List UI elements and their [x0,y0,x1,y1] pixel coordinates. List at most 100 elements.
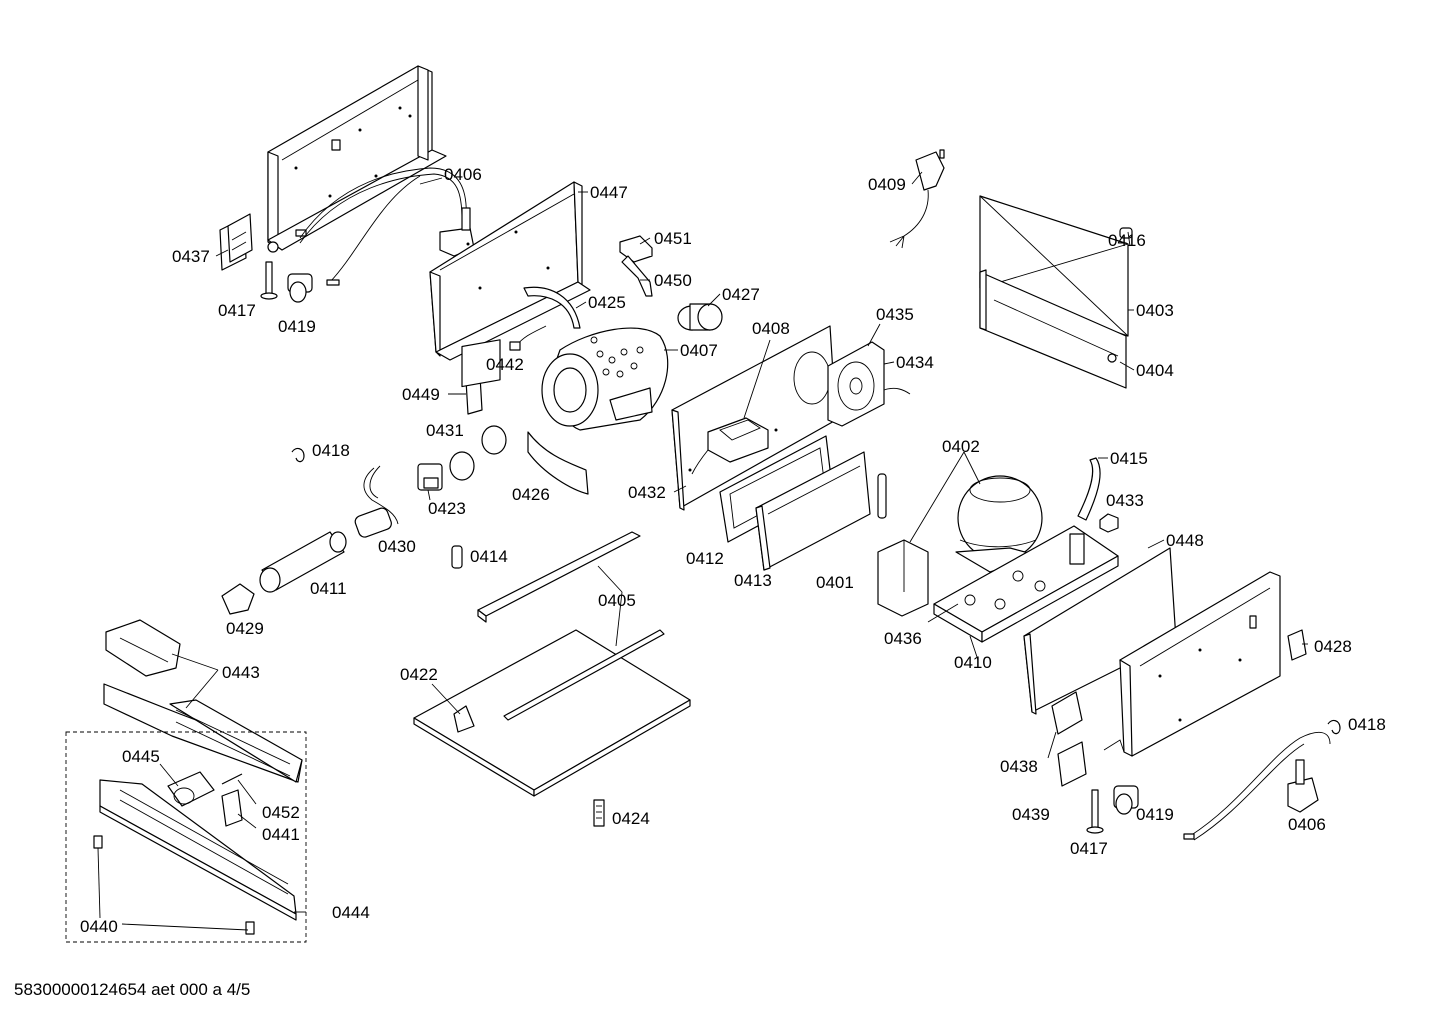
callout-0438: 0438 [1000,757,1038,776]
part-switch-0441 [221,789,243,827]
part-motor-0427 [677,303,723,331]
callout-0442: 0442 [486,355,524,374]
part-base-plate-0410 [933,525,1119,643]
callout-0419-top: 0419 [278,317,316,336]
callout-0402: 0402 [942,437,980,456]
part-wheel-0419-bottom [1113,785,1139,815]
callout-0406-top: 0406 [444,165,482,184]
part-pin-0452 [221,773,243,785]
callout-0414: 0414 [470,547,508,566]
part-rail-0405 [477,531,641,623]
callout-0433: 0433 [1106,491,1144,510]
callout-0410: 0410 [954,653,992,672]
callout-0407: 0407 [680,341,718,360]
callout-0418-right: 0418 [1348,715,1386,734]
drawing-reference-number: 58300000124654 aet 000 a 4/5 [14,980,251,999]
callout-0429: 0429 [226,619,264,638]
part-power-cable-0406-top [299,167,475,286]
callout-0445: 0445 [122,747,160,766]
callout-0417-top: 0417 [218,301,256,320]
callout-0444: 0444 [332,903,370,922]
part-valve-0423 [417,463,443,491]
callout-0441: 0441 [262,825,300,844]
callout-0406-bottom: 0406 [1288,815,1326,834]
callout-labels: 0406 0447 0437 0417 0419 0451 0450 0425 … [80,165,1386,936]
part-radial-fan-0407 [541,327,669,431]
callout-0440: 0440 [80,917,118,936]
part-pin-0414 [451,545,463,569]
part-relay-box-0436 [877,539,929,617]
part-vent-0445 [167,771,215,807]
callout-0418-left: 0418 [312,441,350,460]
part-clip-0418-right [1327,719,1341,735]
callout-0427: 0427 [722,285,760,304]
part-assembly-frame [65,731,307,943]
part-bracket-0450 [621,255,653,297]
part-clip-0418-left [291,447,305,463]
callout-0451: 0451 [654,229,692,248]
part-clip-0424 [593,799,605,827]
callout-0404: 0404 [1136,361,1174,380]
callout-0423: 0423 [428,499,466,518]
part-hose-0415 [1077,457,1101,521]
part-front-grille-0444 [99,779,297,921]
part-compressor-0402 [955,475,1043,573]
part-side-frame-0448 [1023,547,1281,757]
part-wiring-0430 [354,465,399,538]
callout-0426: 0426 [512,485,550,504]
callout-0452: 0452 [262,803,300,822]
callout-0436: 0436 [884,629,922,648]
callout-0449: 0449 [402,385,440,404]
callout-0430: 0430 [378,537,416,556]
part-light-tube-0411 [259,531,347,593]
part-grille-0443 [103,683,303,783]
part-screw-0417-bottom [1086,789,1104,834]
callout-0405: 0405 [598,591,636,610]
callout-0431: 0431 [426,421,464,440]
callout-0432: 0432 [628,483,666,502]
callout-0413: 0413 [734,571,772,590]
callout-0422: 0422 [400,665,438,684]
part-panel-0403 [979,195,1129,337]
callout-0412: 0412 [686,549,724,568]
part-side-frame-left [267,65,447,253]
callout-0411: 0411 [310,579,347,598]
part-cap-0416 [1119,227,1133,239]
part-bracket-0426 [527,431,589,495]
part-fan-0434 [827,341,911,427]
callout-0416: 0416 [1108,231,1146,250]
part-screw-0417-top [260,261,278,300]
callout-0419-bottom: 0419 [1136,805,1174,824]
part-fan-bracket-0425 [523,286,581,329]
part-sensor-0442 [509,325,547,351]
part-bracket-0437 [219,213,253,271]
callout-0409: 0409 [868,175,906,194]
part-shelf-0422 [413,629,691,797]
part-filter-0401 [877,473,887,519]
part-tray-0413 [755,451,871,571]
part-nut-0433 [1099,513,1119,533]
part-bracket-0439 [1057,741,1087,787]
leader-lines [97,171,1308,931]
callout-0417-bottom: 0417 [1070,839,1108,858]
part-bracket-0438 [1051,691,1083,735]
part-power-plug-0409 [889,149,945,249]
part-grille-bracket-0443 [105,619,181,677]
callout-0435: 0435 [876,305,914,324]
callout-0415: 0415 [1110,449,1148,468]
part-foot-0440-a [93,835,103,849]
callout-0425: 0425 [588,293,626,312]
part-foot-0440-b [245,921,255,935]
part-clip-0428 [1287,629,1307,661]
callout-0428: 0428 [1314,637,1352,656]
callout-0443: 0443 [222,663,260,682]
callout-0424: 0424 [612,809,650,828]
callout-0450: 0450 [654,271,692,290]
callout-0401: 0401 [816,573,854,592]
part-transformer-0408 [691,417,769,475]
callout-0408: 0408 [752,319,790,338]
callout-0434: 0434 [896,353,934,372]
part-capacitor-0431 [449,339,507,481]
part-power-cable-0406-bottom [1183,731,1331,841]
